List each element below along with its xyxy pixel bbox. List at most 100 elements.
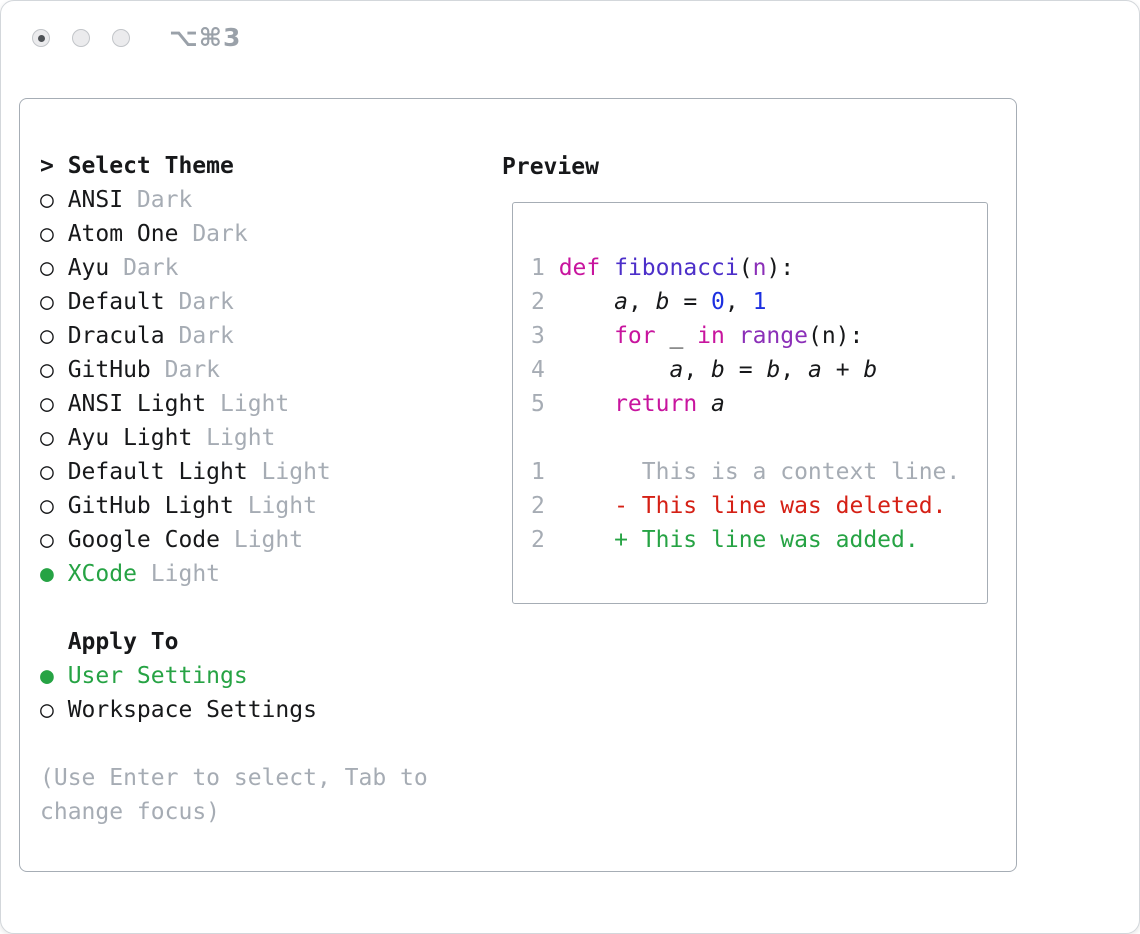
diff-text: + This line was added. (558, 527, 919, 553)
code-line: 5 return a (531, 387, 987, 421)
diff-context-line: 1 This is a context line. (531, 455, 987, 489)
keyboard-shortcut-label: ⌥⌘3 (169, 23, 242, 52)
diff-text: - This line was deleted. (558, 493, 947, 519)
radio-icon (40, 353, 68, 387)
active-indicator-dot (37, 34, 45, 42)
radio-selected-icon (40, 659, 68, 693)
theme-name: GitHub Light (67, 493, 234, 519)
code-token: 1 (752, 289, 767, 315)
theme-name: Atom One (67, 221, 179, 247)
line-number: 5 (531, 391, 545, 417)
radio-icon (40, 523, 68, 557)
radio-icon (40, 285, 68, 319)
spacer (40, 591, 440, 625)
code-token: return (614, 391, 698, 417)
code-token (559, 289, 614, 315)
theme-name: Google Code (67, 527, 221, 553)
code-token: = (669, 289, 712, 315)
code-token (600, 255, 614, 281)
theme-option-ayu-dark[interactable]: Ayu Dark (40, 251, 440, 285)
theme-name: Default (67, 289, 165, 315)
code-token: (n): (807, 323, 864, 349)
code-token: n (752, 255, 767, 281)
theme-name: Dracula (67, 323, 165, 349)
code-token: for (614, 323, 656, 349)
blank-line (531, 421, 987, 455)
code-token: range (738, 323, 808, 349)
code-token (697, 391, 711, 417)
code-line: 4 a, b = b, a + b (531, 353, 987, 387)
theme-name: ANSI Light (67, 391, 207, 417)
usage-hint: (Use Enter to select, Tab to change focu… (40, 765, 428, 825)
theme-variant: Dark (192, 221, 248, 247)
code-token: b (863, 357, 878, 383)
theme-option-google-code[interactable]: Google Code Light (40, 523, 440, 557)
code-token: , (683, 357, 712, 383)
code-token: a (808, 357, 822, 383)
theme-variant: Dark (123, 255, 179, 281)
radio-icon (40, 489, 68, 523)
preview-header: Preview (502, 154, 599, 180)
theme-name: XCode (67, 561, 137, 587)
code-token: ( (738, 255, 753, 281)
theme-variant: Light (247, 493, 317, 519)
code-token (559, 391, 614, 417)
theme-name: GitHub (67, 357, 151, 383)
code-token (725, 323, 739, 349)
diff-deleted-line: 2 - This line was deleted. (531, 489, 987, 523)
line-number: 2 (531, 527, 545, 553)
code-token: a (711, 391, 725, 417)
theme-name: Ayu Light (67, 425, 193, 451)
close-button[interactable] (32, 29, 50, 47)
line-number: 2 (531, 493, 545, 519)
code-token: b (711, 357, 725, 383)
theme-name: Ayu (67, 255, 110, 281)
diff-text: This is a context line. (558, 459, 961, 485)
radio-icon (40, 421, 68, 455)
theme-option-xcode[interactable]: XCode Light (40, 557, 440, 591)
code-token: a (669, 357, 684, 383)
theme-name: Default Light (67, 459, 248, 485)
code-token (559, 323, 614, 349)
theme-option-github-light[interactable]: GitHub Light Light (40, 489, 440, 523)
prompt-icon: > (40, 153, 54, 179)
theme-name: ANSI (67, 187, 124, 213)
radio-icon (40, 183, 68, 217)
theme-option-atom-one-dark[interactable]: Atom One Dark (40, 217, 440, 251)
radio-icon (40, 319, 68, 353)
code-token: fibonacci (614, 255, 739, 281)
line-number: 4 (531, 357, 545, 383)
code-token: def (558, 255, 601, 281)
code-token: b (655, 289, 670, 315)
code-token: in (697, 323, 725, 349)
theme-variant: Light (233, 527, 304, 553)
code-token: a (614, 289, 628, 315)
apply-option-user-settings[interactable]: User Settings (40, 659, 440, 693)
apply-option-workspace-settings[interactable]: Workspace Settings (40, 693, 440, 727)
line-number: 3 (531, 323, 545, 349)
code-token: + (821, 357, 864, 383)
code-line: 3 for _ in range(n): (531, 319, 987, 353)
code-token (559, 357, 670, 383)
code-token: , (627, 289, 656, 315)
radio-icon (40, 251, 68, 285)
code-token: , (724, 289, 753, 315)
radio-icon (40, 387, 68, 421)
code-token: 0 (711, 289, 725, 315)
radio-selected-icon (40, 557, 68, 591)
zoom-button[interactable] (112, 29, 130, 47)
theme-variant: Light (150, 561, 221, 587)
minimize-button[interactable] (72, 29, 90, 47)
radio-icon (40, 693, 68, 727)
